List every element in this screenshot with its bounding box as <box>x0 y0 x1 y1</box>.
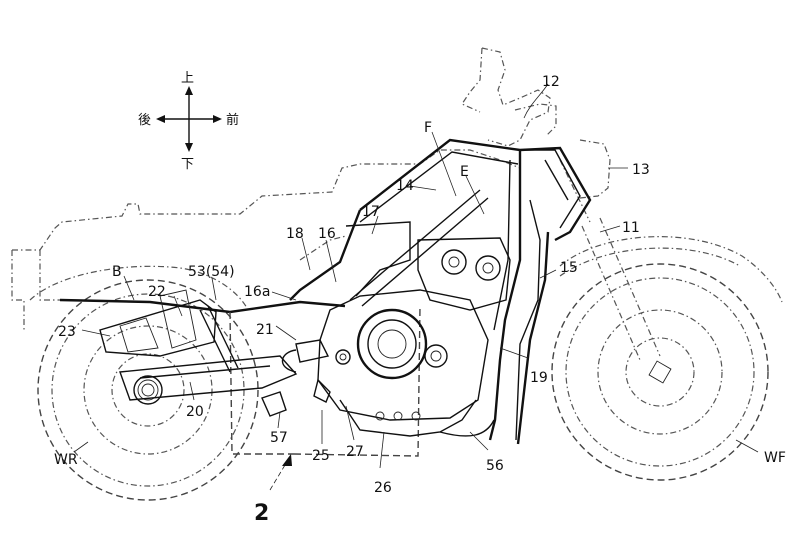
label-e: E <box>460 164 469 180</box>
label-wr: WR <box>54 452 78 468</box>
label-56: 56 <box>486 458 504 474</box>
label-13: 13 <box>632 162 650 178</box>
label-14: 14 <box>396 178 414 194</box>
direction-indicator: 上 下 後 前 <box>138 71 239 172</box>
direction-up-label: 上 <box>181 71 194 86</box>
label-23: 23 <box>58 324 76 340</box>
direction-down-label: 下 <box>181 157 194 172</box>
leader-lines <box>73 83 759 491</box>
swing-arm <box>99 289 298 417</box>
phantom-body-outline <box>11 47 783 330</box>
engine-assembly <box>281 237 511 437</box>
label-19: 19 <box>530 370 548 386</box>
label-16: 16 <box>318 226 336 242</box>
label-17: 17 <box>362 204 380 220</box>
label-11: 11 <box>622 220 640 236</box>
label-2: 2 <box>254 501 269 526</box>
label-15: 15 <box>560 260 578 276</box>
label-b: B <box>112 264 122 280</box>
direction-front-label: 前 <box>226 112 239 128</box>
label-53-54: 53(54) <box>188 264 235 280</box>
label-25: 25 <box>312 448 330 464</box>
direction-rear-label: 後 <box>138 113 151 128</box>
label-12: 12 <box>542 74 560 90</box>
label-f: F <box>424 120 432 136</box>
label-16a: 16a <box>244 284 270 300</box>
label-20: 20 <box>186 404 204 420</box>
label-22: 22 <box>148 284 166 300</box>
front-fork <box>559 159 661 361</box>
reference-labels: 12 13 11 F 14 E 17 18 16 15 B 53(54) 22 … <box>54 74 786 526</box>
label-27: 27 <box>346 444 364 460</box>
label-wf: WF <box>764 450 786 466</box>
label-57: 57 <box>270 430 288 446</box>
frame <box>59 138 592 457</box>
front-wheel <box>551 263 769 481</box>
label-21: 21 <box>256 322 274 338</box>
label-26: 26 <box>374 480 392 496</box>
label-18: 18 <box>286 226 304 242</box>
